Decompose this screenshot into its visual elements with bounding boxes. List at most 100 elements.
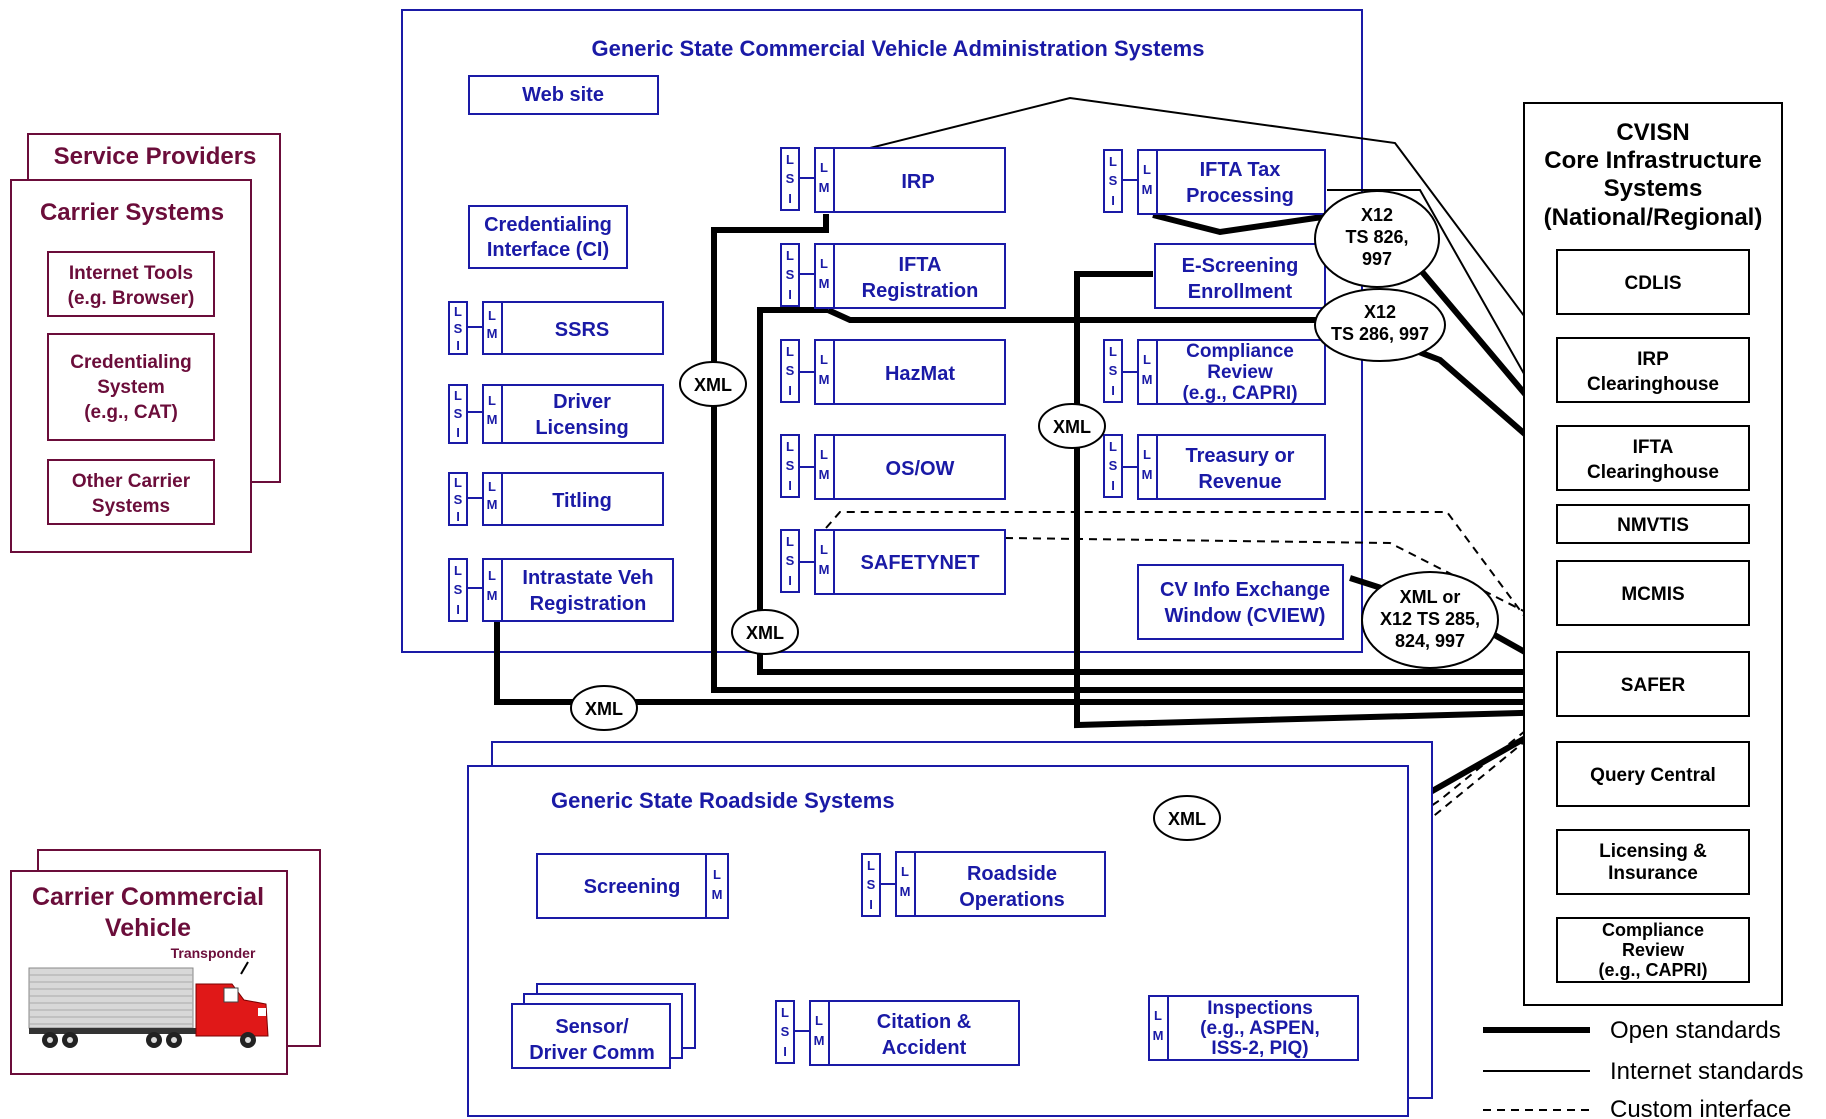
safetynet-label: SAFETYNET	[861, 552, 980, 574]
carrier-systems-label: Carrier Systems	[40, 199, 224, 226]
other-carrier-line2: Systems	[92, 496, 170, 517]
roadside-systems: Generic State Roadside Systems Screening…	[467, 741, 1433, 1117]
cview-line1: CV Info Exchange	[1160, 579, 1330, 601]
nmvtis-label: NMVTIS	[1617, 515, 1689, 536]
inspections-line1: Inspections	[1207, 998, 1313, 1019]
osow-lsi-s: S	[786, 458, 795, 473]
cvisn-title-4: (National/Regional)	[1544, 204, 1763, 231]
irp-lsi-l: L	[786, 152, 794, 167]
inspections-lm-l: L	[1154, 1008, 1162, 1023]
escreening-system: E-Screening Enrollment	[1154, 243, 1326, 309]
x12-826-line3: 997	[1362, 249, 1392, 269]
compliance-lm-l: L	[1143, 352, 1151, 367]
hazmat-lsi-l: L	[786, 344, 794, 359]
cvisn-compliance-line3: (e.g., CAPRI)	[1598, 960, 1707, 980]
screening-label: Screening	[584, 876, 681, 898]
inspections-line3: ISS-2, PIQ)	[1211, 1038, 1308, 1059]
inspections-line2: (e.g., ASPEN,	[1200, 1018, 1320, 1039]
safetynet-lm-m: M	[819, 562, 830, 577]
osow-lsi-l: L	[786, 439, 794, 454]
escreening-line2: Enrollment	[1188, 281, 1293, 303]
xml-oval-escreening: XML	[1038, 403, 1106, 449]
other-carrier-line1: Other Carrier	[72, 471, 191, 492]
xml-oval-ifta: XML	[731, 609, 799, 655]
xml-label-4: XML	[1053, 417, 1091, 437]
intrastate-lm-m: M	[487, 588, 498, 603]
driver-lsi-i: I	[456, 425, 460, 440]
internet-standard-lines	[869, 96, 1558, 433]
roadside-lm-m: M	[900, 884, 911, 899]
safetynet-lm-l: L	[820, 542, 828, 557]
roadside-ops-line2: Operations	[959, 889, 1065, 911]
hazmat-label: HazMat	[885, 363, 955, 385]
ssrs-lm-l: L	[488, 308, 496, 323]
irp-lsi-s: S	[786, 171, 795, 186]
hazmat-system: L S I L M HazMat	[780, 339, 1006, 405]
driver-lm-m: M	[487, 412, 498, 427]
cvisn-title-1: CVISN	[1616, 119, 1689, 146]
irp-label: IRP	[901, 171, 934, 193]
mcmis-label: MCMIS	[1621, 584, 1684, 605]
treasury-line1: Treasury or	[1186, 445, 1295, 467]
ifta-reg-lsi-s: S	[786, 267, 795, 282]
credentialing-interface-box: Credentialing Interface (CI)	[468, 205, 628, 269]
citation-box: L S I L M Citation & Accident	[775, 1000, 1020, 1066]
legend: Open standards Internet standards Custom…	[1483, 1017, 1803, 1119]
service-providers-label: Service Providers	[54, 143, 257, 170]
compliance-line2: Review	[1207, 362, 1273, 383]
ifta-reg-lsi-l: L	[786, 248, 794, 263]
xml-or-x12-line3: 824, 997	[1395, 631, 1465, 651]
hazmat-lm-l: L	[820, 352, 828, 367]
intrastate-lsi-s: S	[454, 582, 463, 597]
ifta-reg-line1: IFTA	[899, 254, 942, 276]
hazmat-lm-m: M	[819, 372, 830, 387]
ssrs-label: SSRS	[555, 319, 609, 341]
inspections-lm-m: M	[1153, 1028, 1164, 1043]
compliance-lsi-l: L	[1109, 344, 1117, 359]
irp-lsi-i: I	[788, 191, 792, 206]
driver-lsi-l: L	[454, 388, 462, 403]
query-central-label: Query Central	[1590, 765, 1716, 786]
ssrs-lsi-l: L	[454, 304, 462, 319]
osow-lm-l: L	[820, 447, 828, 462]
treasury-line2: Revenue	[1198, 471, 1281, 493]
transponder-label: Transponder	[171, 945, 256, 961]
ssrs-lsi-s: S	[454, 321, 463, 336]
titling-system: L S I L M Titling	[448, 472, 664, 526]
ifta-tax-lsi-i: I	[1111, 193, 1115, 208]
treasury-lsi-s: S	[1109, 458, 1118, 473]
vehicle-line2: Vehicle	[105, 914, 191, 942]
legend-open: Open standards	[1610, 1017, 1781, 1044]
ifta-tax-lsi-s: S	[1109, 173, 1118, 188]
screening-lm-m: M	[712, 887, 723, 902]
xml-label-5: XML	[1168, 809, 1206, 829]
treasury-system: L S I L M Treasury or Revenue	[1103, 434, 1326, 500]
xml-label-1: XML	[694, 375, 732, 395]
xml-label-3: XML	[585, 699, 623, 719]
truck-icon	[28, 961, 269, 1048]
roadside-lm-l: L	[901, 864, 909, 879]
ifta-tax-lsi-l: L	[1109, 154, 1117, 169]
xml-or-x12-oval: XML or X12 TS 285, 824, 997	[1361, 571, 1499, 669]
compliance-lm-m: M	[1142, 372, 1153, 387]
ifta-reg-lm-l: L	[820, 256, 828, 271]
cred-system-line3: (e.g., CAT)	[84, 402, 178, 423]
carrier-systems: Service Providers Carrier Systems Intern…	[10, 133, 281, 553]
citation-line1: Citation &	[877, 1011, 971, 1033]
roadside-lsi-s: S	[867, 877, 876, 892]
citation-lsi-l: L	[781, 1005, 789, 1020]
citation-lsi-i: I	[783, 1044, 787, 1059]
ifta-clearinghouse-line2: Clearinghouse	[1587, 462, 1719, 483]
titling-label: Titling	[552, 490, 612, 512]
irp-clearinghouse-line1: IRP	[1637, 349, 1669, 370]
irp-lm-m: M	[819, 180, 830, 195]
compliance-lsi-s: S	[1109, 363, 1118, 378]
credentialing-interface-line1: Credentialing	[484, 214, 612, 236]
escreening-line1: E-Screening	[1182, 255, 1299, 277]
hazmat-lsi-i: I	[788, 383, 792, 398]
custom-interface-lines	[825, 511, 1558, 991]
titling-lm-m: M	[487, 497, 498, 512]
legend-internet: Internet standards	[1610, 1058, 1803, 1085]
hazmat-lsi-s: S	[786, 363, 795, 378]
ifta-tax-line2: Processing	[1186, 185, 1294, 207]
